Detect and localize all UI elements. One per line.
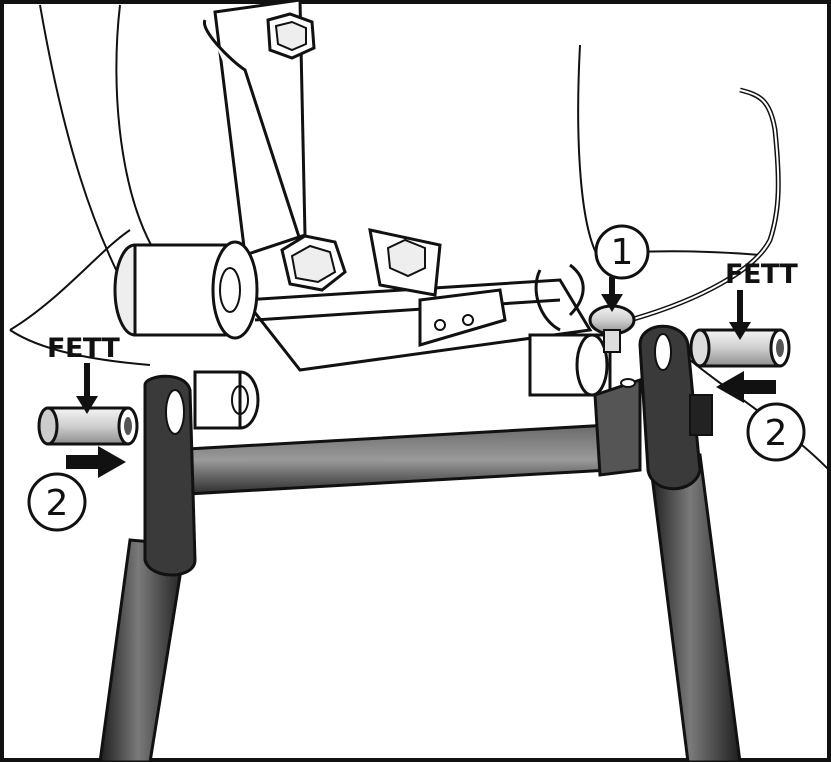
step2-left-arrow-head xyxy=(98,446,126,478)
step2-right-arrow-shaft xyxy=(740,380,776,394)
left-cylinder xyxy=(113,240,259,340)
hooks xyxy=(534,263,585,332)
step1-arrow-head xyxy=(601,294,623,312)
step2-right-arrow-head xyxy=(716,371,744,403)
step2-right-badge: 2 xyxy=(746,402,806,462)
step2-right-number: 2 xyxy=(765,413,788,454)
fett-left-arrow-shaft xyxy=(84,363,90,405)
step2-left-circle xyxy=(27,472,87,532)
axle-housing xyxy=(242,278,593,372)
spring-wire-highlight xyxy=(629,89,780,321)
step2-right-circle xyxy=(746,402,806,462)
step1-number: 1 xyxy=(611,232,634,273)
step1-circle xyxy=(594,224,650,280)
step1-arrow-shaft xyxy=(609,277,615,299)
left-pivot-boss xyxy=(193,370,260,430)
right-pivot-stub xyxy=(689,394,713,436)
fett-label-right: FETT xyxy=(725,259,798,290)
step2-left-badge: 2 xyxy=(27,472,87,532)
fett-label-left: FETT xyxy=(47,333,120,364)
fett-left-arrow-head xyxy=(76,396,98,414)
left-leg xyxy=(98,374,197,762)
grease-nipple xyxy=(588,304,636,353)
fett-right-arrow-shaft xyxy=(737,290,743,330)
arrows xyxy=(66,277,776,478)
left-bushing xyxy=(37,406,139,446)
fett-right-arrow-head xyxy=(729,322,751,340)
right-mount xyxy=(528,333,612,397)
clip-bracket xyxy=(368,228,507,348)
right-bushing xyxy=(689,328,791,368)
step2-left-arrow-shaft xyxy=(66,455,102,469)
hex-nut-top xyxy=(266,12,316,60)
hex-bolt-center xyxy=(280,234,347,292)
right-leg xyxy=(593,324,742,762)
step2-left-number: 2 xyxy=(46,483,69,524)
step1-badge: 1 xyxy=(594,224,650,280)
